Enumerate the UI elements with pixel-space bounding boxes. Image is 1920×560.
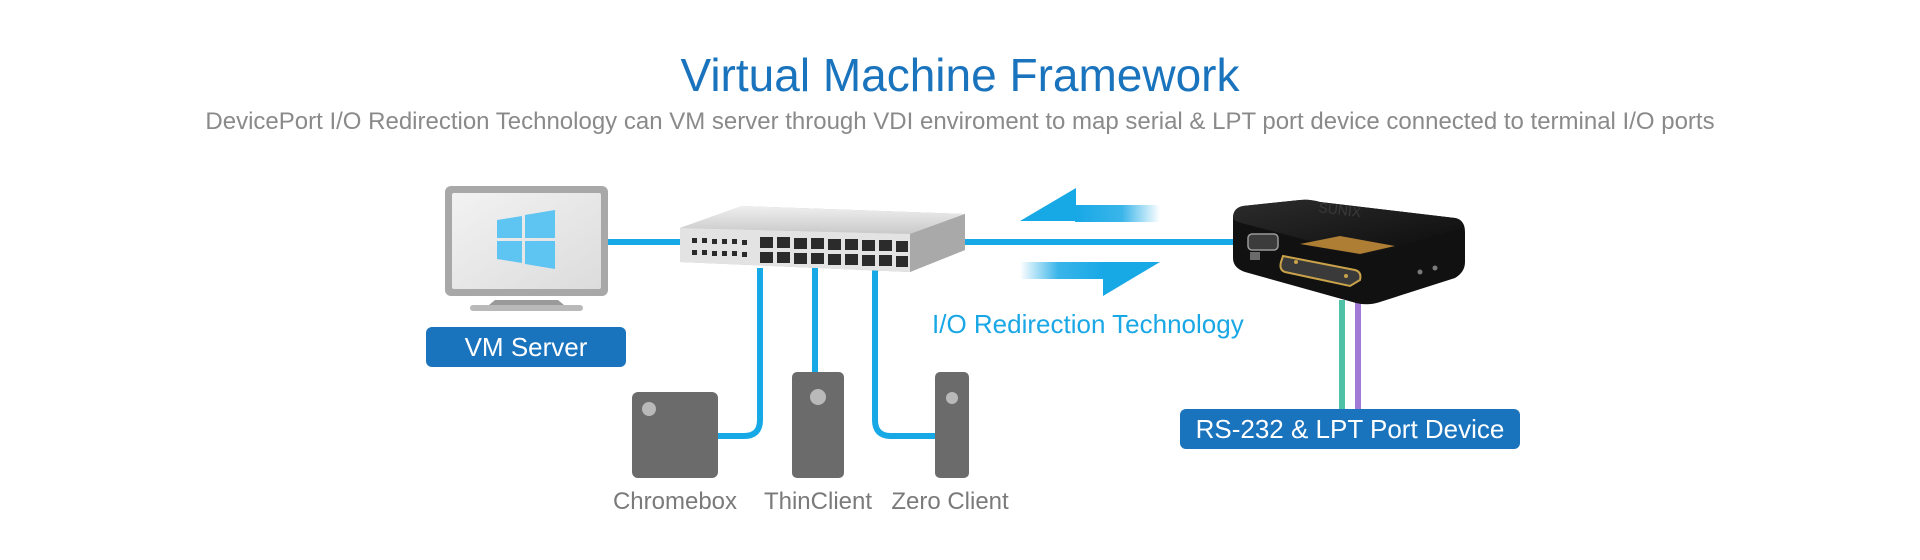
zero-client-icon <box>935 372 969 478</box>
status-lights <box>1417 265 1438 275</box>
link-switch-to-zeroclient <box>872 268 938 439</box>
chromebox-label: Chromebox <box>612 488 738 515</box>
vm-server-label: VM Server <box>426 327 626 367</box>
redirection-arrow-left <box>1020 188 1160 222</box>
windows-logo-icon <box>497 210 555 269</box>
svg-text:SUNIX: SUNIX <box>1318 199 1363 220</box>
thinclient-icon <box>792 372 844 478</box>
diagram-subtitle: DevicePort I/O Redirection Technology ca… <box>205 108 1715 135</box>
network-switch-icon <box>680 206 965 272</box>
zero-client-label: Zero Client <box>891 488 1009 515</box>
thinclient-label: ThinClient <box>763 488 873 515</box>
diagram-title: Virtual Machine Framework <box>680 49 1240 101</box>
chromebox-icon <box>632 392 718 478</box>
port-device-label: RS-232 & LPT Port Device <box>1180 409 1520 449</box>
io-redirection-label: I/O Redirection Technology <box>932 309 1244 339</box>
switch-ports <box>692 237 908 267</box>
deviceport-hardware-icon: SUNIX <box>1233 199 1465 305</box>
lpt-port-icon <box>1279 254 1362 288</box>
serial-port-icon <box>1247 233 1279 260</box>
redirection-arrow-right <box>1020 262 1160 296</box>
link-switch-to-chromebox <box>718 268 763 439</box>
monitor-icon <box>445 186 608 311</box>
network-links <box>608 239 1361 439</box>
